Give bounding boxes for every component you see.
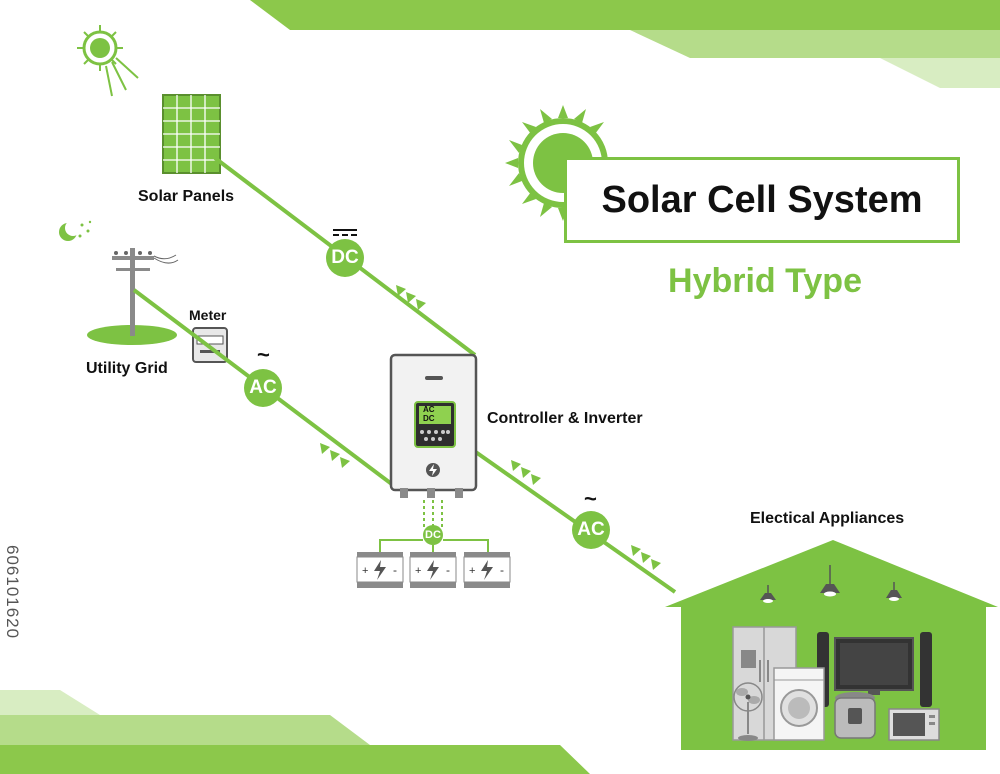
svg-text:+: +	[415, 565, 421, 577]
battery-icon: + -	[409, 552, 457, 588]
ac-house-badge	[572, 511, 610, 549]
controller-inverter-label: Controller & Inverter	[487, 410, 643, 427]
svg-text:-: -	[393, 563, 397, 577]
dc-panel-badge	[326, 229, 364, 277]
house-icon	[665, 540, 998, 750]
microwave-icon	[888, 708, 940, 741]
inverter-icon	[389, 353, 478, 498]
electrical-appliances-label: Electical Appliances	[750, 510, 905, 527]
diagram-title: Solar Cell System	[601, 178, 923, 221]
washing-machine-icon	[773, 667, 825, 741]
sun-icon	[77, 25, 139, 97]
ac-house-symbol: ~	[584, 486, 597, 511]
ceiling-lamp-icon	[760, 565, 902, 603]
ac-grid-label: AC	[249, 377, 277, 398]
svg-text:+: +	[362, 565, 368, 577]
battery-icon: + -	[463, 552, 511, 588]
ac-grid-symbol: ~	[257, 342, 270, 367]
dc-panel-label: DC	[331, 247, 359, 268]
tv-icon	[834, 637, 914, 695]
solar-panels-label: Solar Panels	[138, 188, 235, 205]
inverter-screen-line1: AC	[423, 405, 435, 414]
flow-arrows	[320, 285, 661, 570]
fan-icon	[733, 682, 763, 741]
svg-text:-: -	[500, 563, 504, 577]
speaker-icon	[920, 632, 932, 707]
battery-icon: + -	[356, 552, 404, 588]
svg-text:+: +	[469, 565, 475, 577]
ac-house-label: AC	[577, 519, 605, 540]
bottom-left-decoration	[0, 690, 590, 774]
battery-links	[379, 500, 489, 552]
rice-cooker-icon	[834, 692, 876, 739]
watermark-id: 606101620	[3, 545, 22, 640]
utility-pole-icon	[87, 248, 179, 345]
diagram-subtitle: Hybrid Type	[668, 262, 862, 300]
svg-text:-: -	[446, 563, 450, 577]
top-right-decoration	[250, 0, 1000, 88]
inverter-screen-line2: DC	[423, 414, 435, 423]
moon-icon	[59, 220, 92, 241]
solar-panel-icon	[162, 94, 221, 174]
meter-label: Meter	[189, 307, 227, 323]
dc-battery-label: DC	[425, 529, 441, 541]
title-box: Solar Cell System	[564, 157, 960, 243]
ac-grid-badge	[244, 369, 282, 407]
utility-grid-label: Utility Grid	[86, 360, 168, 377]
